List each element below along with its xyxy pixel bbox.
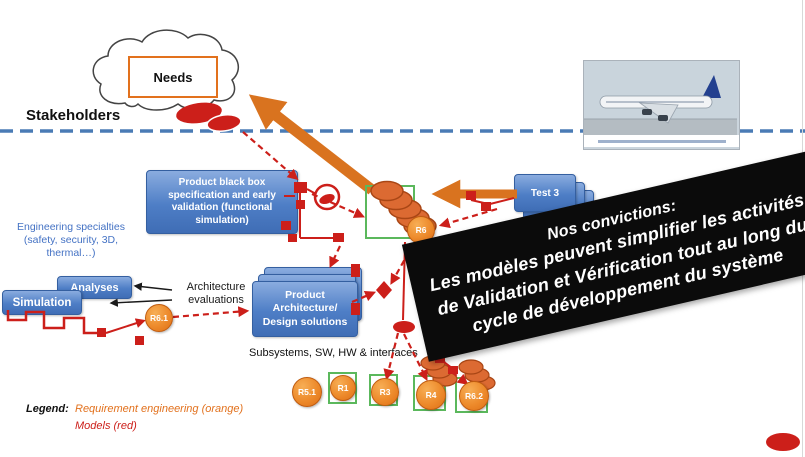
- needs-box: Needs: [128, 56, 218, 98]
- convictions-banner: Nos convictions: Les modèles peuvent sim…: [401, 150, 805, 362]
- black-box-specification-label: Product black box specification and earl…: [168, 177, 276, 226]
- analyses-label: Analyses: [70, 281, 119, 294]
- engineering-specialties-label: Engineering specialties (safety, securit…: [17, 221, 125, 259]
- wing: [638, 102, 679, 124]
- test-label: Test 3: [530, 187, 560, 199]
- stakeholders-label: Stakeholders: [26, 107, 121, 124]
- tail-fin: [702, 75, 721, 98]
- subsystems-label: Subsystems, SW, HW & interfaces: [249, 347, 418, 359]
- requirement-badge-r5-1: R5.1: [292, 377, 322, 407]
- badge-label: R6.1: [150, 313, 168, 323]
- badge-label: R4: [425, 390, 437, 400]
- photo-caption: [584, 135, 739, 147]
- product-architecture-label: Product Architecture/ Design solutions: [262, 289, 348, 328]
- architecture-evaluations-label: Architecture evaluations: [186, 281, 246, 307]
- simulation-label: Simulation: [12, 296, 72, 309]
- requirement-badge-r6-2: R6.2: [459, 381, 489, 411]
- product-architecture-stack: Product Architecture/ Design solutions: [252, 267, 364, 337]
- engine-icon: [642, 109, 652, 115]
- requirement-badge-r4: R4: [416, 380, 446, 410]
- red-ellipse-bottom-right: [766, 433, 800, 451]
- legend-requirement-engineering: Requirement engineering (orange): [75, 403, 244, 415]
- simulation-waveform: [6, 310, 146, 345]
- airplane-photo: [583, 60, 740, 150]
- airplane-illustration: [584, 61, 737, 135]
- stakeholder-model-ellipses: [176, 102, 242, 133]
- badge-label: R3: [379, 387, 391, 397]
- requirement-badge-r3: R3: [371, 378, 399, 406]
- simulation-box: Simulation: [2, 290, 82, 315]
- engine-icon: [658, 115, 668, 121]
- black-box-specification: Product black box specification and earl…: [146, 170, 298, 234]
- requirement-badge-r6-1: R6.1: [145, 304, 173, 332]
- badge-label: R6: [415, 225, 427, 235]
- needs-label: Needs: [153, 69, 193, 85]
- badge-label: R1: [337, 383, 349, 393]
- legend-models: Models (red): [75, 420, 137, 432]
- model-cluster-test: [466, 191, 515, 211]
- product-architecture-box: Product Architecture/ Design solutions: [252, 281, 358, 337]
- legend-title: Legend:: [26, 403, 69, 415]
- badge-label: R6.2: [465, 391, 483, 401]
- badge-label: R5.1: [298, 387, 316, 397]
- requirement-badge-r1: R1: [330, 375, 356, 401]
